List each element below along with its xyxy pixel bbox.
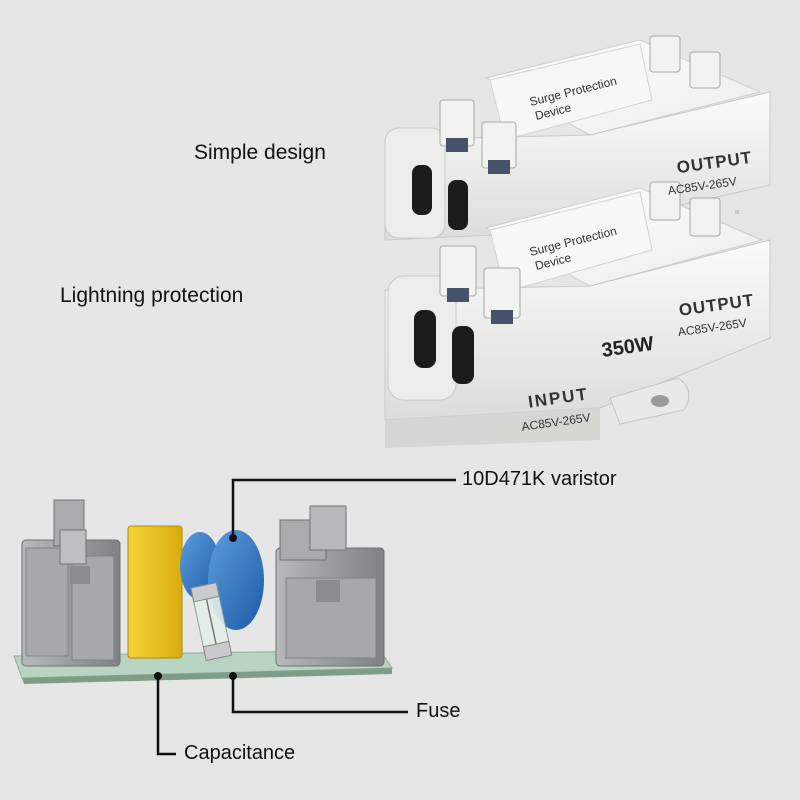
capacitance-label: Capacitance <box>184 742 296 764</box>
varistor-label: 10D471K varistor <box>462 468 617 490</box>
simple-design-label: Simple design <box>194 141 326 164</box>
fuse-label: Fuse <box>416 700 461 722</box>
lightning-protection-label: Lightning protection <box>60 284 244 307</box>
device-front <box>384 181 771 448</box>
left-terminal-block <box>21 499 121 667</box>
callout-dots <box>154 534 237 680</box>
varistor <box>180 530 264 630</box>
capacitor <box>127 525 183 659</box>
pcb-assembly <box>13 499 393 684</box>
right-terminal-block <box>275 505 385 667</box>
fuse <box>190 582 233 662</box>
callout-lines <box>156 478 456 756</box>
